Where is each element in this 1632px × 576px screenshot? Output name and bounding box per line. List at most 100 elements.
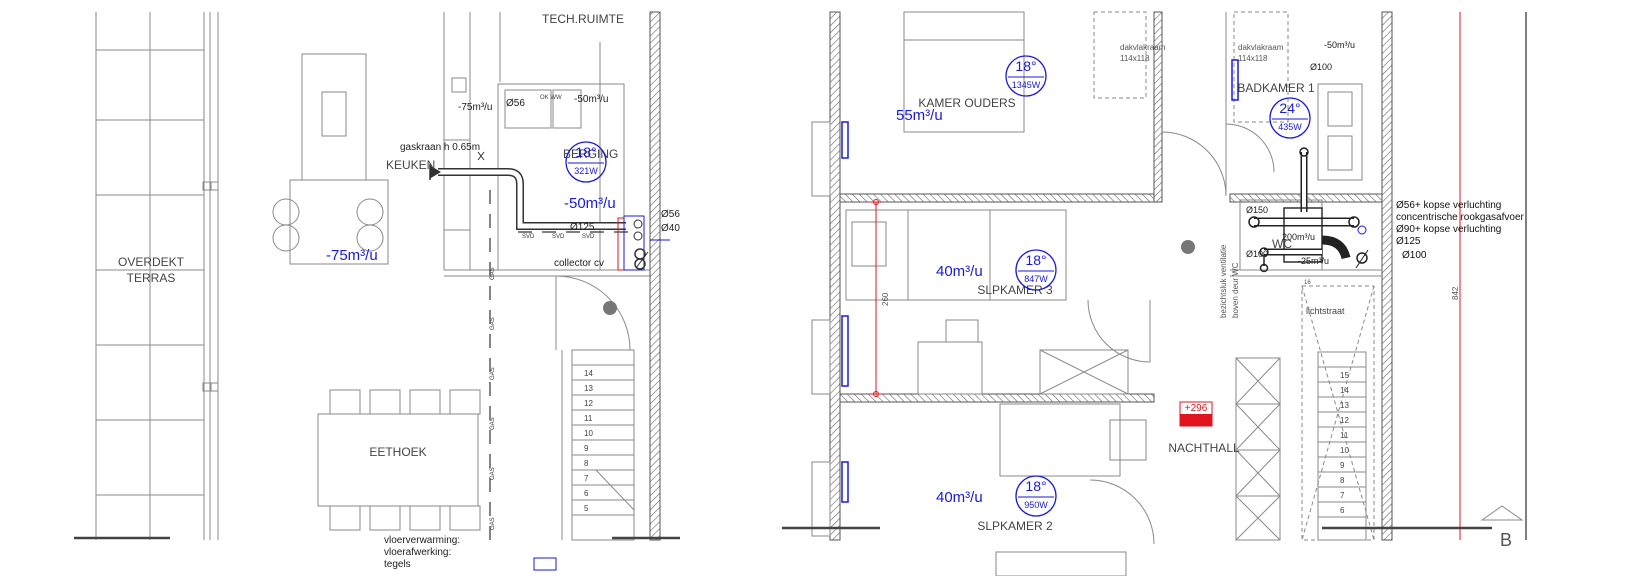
- dim-842-label: 842: [1451, 286, 1460, 300]
- svg-text:435W: 435W: [1278, 122, 1302, 132]
- legend-item: concentrische rookgasafvoer: [1396, 212, 1525, 223]
- legend-item: Ø100: [1402, 250, 1427, 261]
- room-bed3: SLPKAMER 3: [977, 283, 1053, 297]
- legend-item: Ø56+ kopse verluchting: [1396, 200, 1501, 211]
- gas-label: GAS: [490, 417, 496, 430]
- stair-step-number: 12: [584, 399, 593, 408]
- stair-step-number: 10: [584, 429, 593, 438]
- collector-cv: [617, 215, 670, 271]
- svg-text:18°: 18°: [1025, 252, 1046, 268]
- level-marker: [1179, 401, 1213, 427]
- vent-note-1: bezichtsluk ventilatie: [1219, 244, 1228, 318]
- svg-text:18°: 18°: [1015, 58, 1036, 74]
- flow-bed2: 40m³/u: [936, 489, 983, 506]
- d125-label: Ø125: [570, 222, 595, 233]
- gas-valve-label: gaskraan h 0.65m: [400, 142, 480, 153]
- d56-label-b: Ø56: [661, 209, 680, 220]
- wall-hatch-left: [649, 11, 661, 541]
- temp-badge-parents: 18° 1345W: [1005, 55, 1047, 97]
- stair-step-number: 9: [584, 444, 589, 453]
- skylight-label: lichtstraat: [1306, 306, 1345, 316]
- room-terrace-2: TERRAS: [127, 271, 176, 285]
- stair-step-number: 8: [584, 459, 589, 468]
- svd-label: SVD: [552, 234, 565, 240]
- stair-step-number: 6: [584, 489, 589, 498]
- small-16: 16: [1304, 280, 1311, 286]
- legend-item: Ø90+ kopse verluchting: [1396, 224, 1501, 235]
- svg-text:847W: 847W: [1024, 274, 1048, 284]
- dim-260-label: 260: [881, 292, 890, 306]
- stair-step-number: 6: [1340, 506, 1345, 515]
- stair-step-number: 12: [1340, 416, 1349, 425]
- flow-wc-200: 200m³/u: [1282, 232, 1315, 242]
- flow-terrace: -75m³/u: [326, 247, 378, 264]
- stair-step-number: 7: [584, 474, 589, 483]
- d40-label: Ø40: [661, 223, 680, 234]
- dakvlak-b-size: 114x118: [1238, 54, 1268, 63]
- flow-wc-25: -25m³/u: [1298, 256, 1329, 266]
- room-wc: WC: [1272, 237, 1292, 251]
- room-dining: EETHOEK: [369, 445, 426, 459]
- floor-cooling-label: vloerafwerking:: [384, 547, 451, 558]
- flow-storage-top: -50m³/u: [574, 94, 608, 105]
- wall-hatch-right-inner: [1381, 11, 1393, 541]
- floor-heating-label: vloerverwarming:: [384, 535, 460, 546]
- temp-badge-bath1: 24° 435W: [1269, 97, 1311, 139]
- room-tech: TECH.RUIMTE: [542, 12, 624, 26]
- dakvlak-b: dakvlakraam: [1238, 43, 1284, 52]
- ok-ww-label: OK WW: [540, 95, 562, 101]
- stair-step-number: 13: [584, 384, 593, 393]
- gas-label: GAS: [490, 367, 496, 380]
- dakvlak-a: dakvlakraam: [1120, 43, 1166, 52]
- d100-label-a: Ø100: [1310, 62, 1332, 72]
- gas-label: GAS: [490, 317, 496, 330]
- wall-hatch-right-outer: [829, 11, 841, 541]
- stair-step-number: 8: [1340, 476, 1345, 485]
- kitchen-duct: [429, 151, 626, 230]
- collector-label: collector cv: [554, 258, 604, 269]
- section-mark: B: [1500, 530, 1512, 550]
- svd-label: SVD: [522, 234, 535, 240]
- svg-text:18°: 18°: [575, 144, 596, 160]
- legend-item: Ø125: [1396, 236, 1421, 247]
- flow-bath1: -50m³/u: [1324, 40, 1355, 50]
- wc-duct: [1248, 147, 1369, 273]
- room-terrace-1: OVERDEKT: [118, 255, 185, 269]
- room-bath1: BADKAMER 1: [1237, 81, 1315, 95]
- stair-step-number: 7: [1340, 491, 1345, 500]
- stair-left-numbers: 14 13 12 11 10 9 8 7 6 5: [584, 369, 593, 513]
- flow-kitchen-small: -75m³/u: [458, 102, 492, 113]
- stair-step-number: 11: [584, 414, 593, 423]
- stair-step-number: 14: [584, 369, 593, 378]
- svg-text:18°: 18°: [1025, 478, 1046, 494]
- temp-badge-storage: 18° 321W: [565, 141, 607, 183]
- room-storage: BERGING: [563, 147, 618, 161]
- room-parents: KAMER OUDERS: [918, 96, 1015, 110]
- flow-storage-big: -50m³/u: [564, 195, 616, 212]
- gas-line: [489, 190, 636, 540]
- room-bed2: SLPKAMER 2: [977, 519, 1053, 533]
- gas-label: GAS: [490, 517, 496, 530]
- temp-badge-bed3: 18° 847W: [1015, 249, 1057, 291]
- stair-step-number: 9: [1340, 461, 1345, 470]
- temp-badges: 18° 321W 18° 1345W 24° 435W 18° 847W 18°…: [565, 55, 1311, 517]
- stair-step-number: 10: [1340, 446, 1349, 455]
- stair-step-number: 5: [584, 504, 589, 513]
- temp-badge-bed2: 18° 950W: [1015, 475, 1057, 517]
- stair-step-number: 11: [1340, 431, 1349, 440]
- stair-step-number: 13: [1340, 401, 1349, 410]
- svg-text:321W: 321W: [574, 166, 598, 176]
- left-plan: [95, 12, 650, 541]
- dim-260: [870, 199, 882, 397]
- room-hall: NACHTHALL: [1168, 441, 1240, 455]
- thermostat-left: [603, 301, 617, 315]
- gas-label: GAS: [490, 467, 496, 480]
- d100-label-b: Ø100: [1246, 249, 1268, 259]
- svg-text:1345W: 1345W: [1012, 80, 1041, 90]
- stair-step-number: 15: [1340, 371, 1349, 380]
- svg-text:950W: 950W: [1024, 500, 1048, 510]
- vent-note-2: boven deur WC: [1231, 262, 1240, 318]
